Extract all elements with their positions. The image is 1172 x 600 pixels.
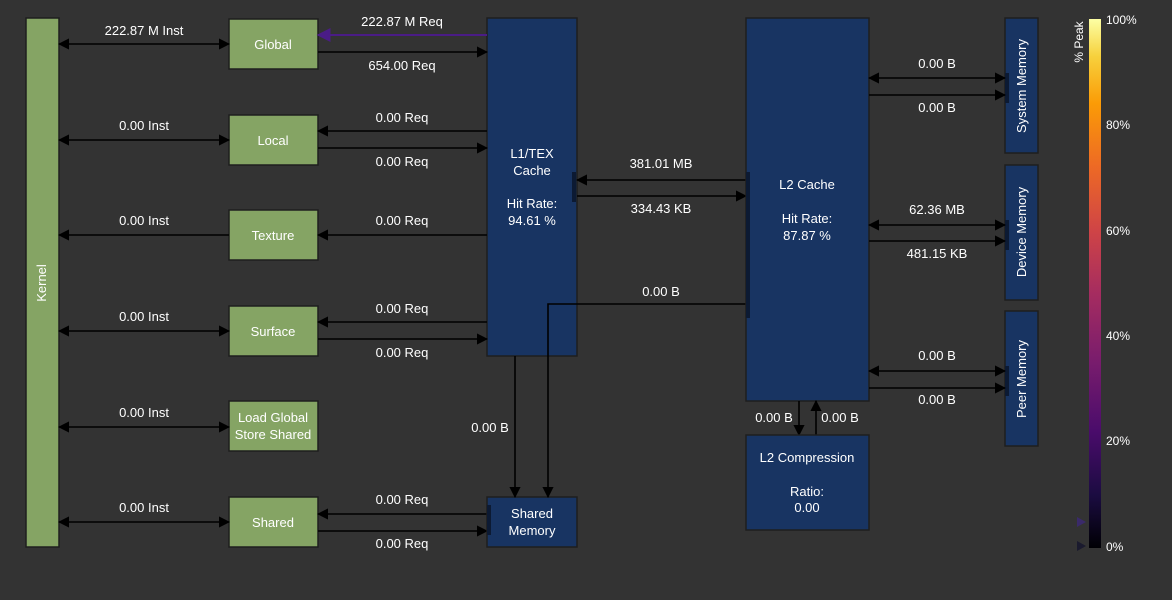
peer-memory-node[interactable]: Peer Memory [1004, 310, 1039, 447]
texture-req-in-label: 0.00 Req [376, 213, 429, 228]
l2-compression-ratio-label: Ratio: [790, 484, 824, 499]
l1-hit-rate-value: 94.61 % [508, 213, 556, 228]
l1-title-line1: L1/TEX [510, 146, 554, 161]
global-node[interactable]: Global [228, 18, 319, 70]
kernel-surface-link-label: 0.00 Inst [119, 309, 169, 324]
l2-cache-node[interactable]: L2 Cache Hit Rate: 87.87 % [745, 17, 870, 402]
kernel-node[interactable]: Kernel [25, 17, 60, 548]
system-write-label: 0.00 B [918, 100, 956, 115]
compression-to-l2-label: 0.00 B [821, 410, 859, 425]
legend-tick-100: 100% [1106, 13, 1137, 27]
kernel-global-link-label: 222.87 M Inst [105, 23, 184, 38]
legend-color-bar [1089, 19, 1101, 548]
l1-hit-rate-label: Hit Rate: [507, 196, 558, 211]
device-memory-port-marker [1005, 220, 1009, 250]
load-global-store-shared-node[interactable]: Load Global Store Shared [228, 400, 319, 452]
l1-links: 222.87 M Req 654.00 Req 0.00 Req 0.00 Re… [316, 14, 489, 551]
legend-tick-60: 60% [1106, 224, 1130, 238]
local-req-out-label: 0.00 Req [376, 154, 429, 169]
l2-compression-node[interactable]: L2 Compression Ratio: 0.00 [745, 434, 870, 531]
l1-l2-read-label: 381.01 MB [630, 156, 693, 171]
legend-marker-lower [1077, 541, 1086, 551]
shared-memory-node[interactable]: Shared Memory [486, 496, 578, 548]
surface-req-out-label: 0.00 Req [376, 345, 429, 360]
l2-to-shared-memory-label: 0.00 B [642, 284, 680, 299]
kernel-links: 222.87 M Inst 0.00 Inst 0.00 Inst 0.00 I… [57, 23, 231, 528]
legend-tick-20: 20% [1106, 434, 1130, 448]
l2-port-marker [746, 172, 750, 318]
l1-title-line2: Cache [513, 163, 551, 178]
local-node[interactable]: Local [228, 114, 319, 166]
shared-memory-line2: Memory [509, 523, 556, 538]
peer-read-label: 0.00 B [918, 348, 956, 363]
global-label: Global [254, 37, 292, 52]
l2-hit-rate-value: 87.87 % [783, 228, 831, 243]
global-req-out-label: 654.00 Req [368, 58, 435, 73]
shared-req-in-label: 0.00 Req [376, 492, 429, 507]
kernel-local-link-label: 0.00 Inst [119, 118, 169, 133]
shared-node[interactable]: Shared [228, 496, 319, 548]
lgss-label-line1: Load Global [238, 410, 308, 425]
kernel-shared-link-label: 0.00 Inst [119, 500, 169, 515]
l2-to-compression-label: 0.00 B [755, 410, 793, 425]
system-memory-port-marker [1005, 73, 1009, 103]
l2-compression-ratio-value: 0.00 [794, 500, 819, 515]
legend-title: % Peak [1072, 20, 1086, 62]
peer-write-label: 0.00 B [918, 392, 956, 407]
surface-node[interactable]: Surface [228, 305, 319, 357]
shared-memory-line1: Shared [511, 506, 553, 521]
system-memory-node[interactable]: System Memory [1004, 17, 1039, 154]
shared-label: Shared [252, 515, 294, 530]
l1-to-shared-memory-label: 0.00 B [471, 420, 509, 435]
l2-to-shared-memory-link[interactable] [542, 303, 746, 499]
l1-port-marker [572, 172, 576, 202]
kernel-lgss-link-label: 0.00 Inst [119, 405, 169, 420]
peer-memory-label: Peer Memory [1014, 339, 1029, 418]
device-memory-node[interactable]: Device Memory [1004, 164, 1039, 301]
texture-label: Texture [252, 228, 295, 243]
legend-tick-80: 80% [1106, 118, 1130, 132]
local-req-in-label: 0.00 Req [376, 110, 429, 125]
peak-legend: % Peak 100% 80% 60% 40% 20% 0% [1072, 13, 1137, 554]
global-req-in-label: 222.87 M Req [361, 14, 443, 29]
peer-memory-port-marker [1005, 366, 1009, 396]
texture-node[interactable]: Texture [228, 209, 319, 261]
legend-tick-0: 0% [1106, 540, 1124, 554]
local-label: Local [257, 133, 288, 148]
legend-tick-40: 40% [1106, 329, 1130, 343]
system-read-label: 0.00 B [918, 56, 956, 71]
device-write-label: 481.15 KB [907, 246, 968, 261]
l1-l2-write-label: 334.43 KB [631, 201, 692, 216]
l2-hit-rate-label: Hit Rate: [782, 211, 833, 226]
shared-req-out-label: 0.00 Req [376, 536, 429, 551]
kernel-texture-link-label: 0.00 Inst [119, 213, 169, 228]
device-memory-label: Device Memory [1014, 186, 1029, 277]
shared-memory-port-marker [487, 505, 491, 535]
l2-compression-title: L2 Compression [760, 450, 855, 465]
surface-req-in-label: 0.00 Req [376, 301, 429, 316]
system-memory-label: System Memory [1014, 39, 1029, 133]
l2-title: L2 Cache [779, 177, 835, 192]
legend-marker-upper [1077, 517, 1086, 527]
surface-label: Surface [251, 324, 296, 339]
kernel-label: Kernel [34, 264, 49, 302]
device-read-label: 62.36 MB [909, 202, 965, 217]
lgss-label-line2: Store Shared [235, 427, 312, 442]
l1-tex-cache-node[interactable]: L1/TEX Cache Hit Rate: 94.61 % [486, 17, 578, 357]
